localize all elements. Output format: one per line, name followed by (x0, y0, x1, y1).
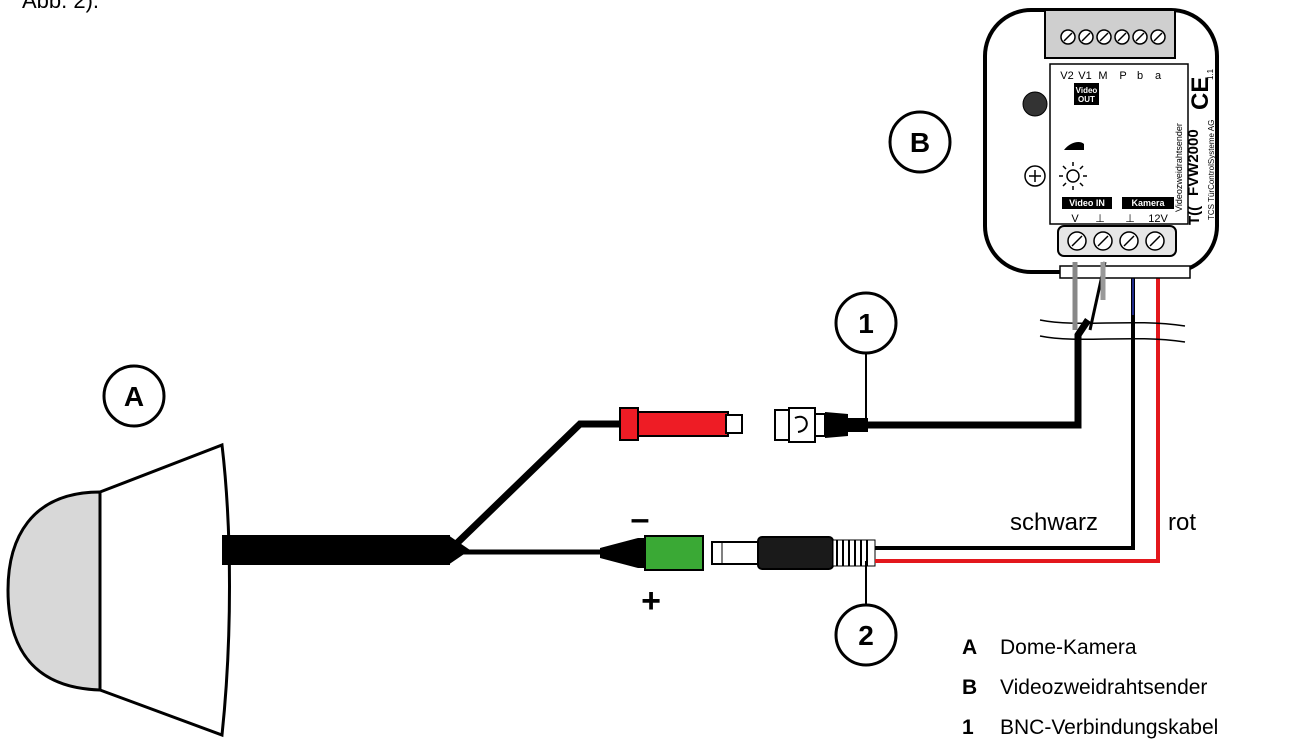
minus-sign: – (631, 500, 650, 538)
dc-connector (600, 535, 876, 571)
wire-label-black: schwarz (1010, 509, 1098, 536)
legend-key-b: B (962, 676, 977, 699)
bottom-terminal-v: V (1071, 213, 1079, 225)
bottom-terminal-gnd2: ⊥ (1125, 213, 1135, 225)
wire-label-red: rot (1168, 509, 1196, 536)
cable-strain-relief (1059, 265, 1191, 279)
legend: A Dome-Kamera B Videozweidrahtsender 1 B… (962, 636, 1218, 739)
video-in-label: Video IN (1069, 198, 1105, 208)
status-led (1022, 91, 1048, 117)
bottom-terminal-block (1057, 225, 1177, 257)
video-out-box (1074, 83, 1099, 105)
device-leads (1072, 261, 1107, 331)
video-transmitter-device: V2 V1 M P b a Video OUT (983, 8, 1219, 279)
bottom-terminal-12v: 12V (1148, 213, 1168, 225)
callout-2: 2 (834, 561, 898, 667)
video-out-line2: OUT (1078, 95, 1095, 104)
callout-1: 1 (834, 291, 898, 425)
video-in-box (1062, 197, 1112, 209)
bnc-cable (866, 318, 1091, 429)
cable-break-mark (1039, 319, 1186, 343)
legend-text-b: Videozweidrahtsender (1000, 676, 1207, 699)
black-wire (875, 262, 1135, 550)
svg-text:B: B (910, 127, 930, 158)
bnc-connector (774, 407, 868, 443)
terminal-label-a: a (1155, 70, 1162, 82)
dome-lens (6, 490, 102, 692)
rca-connector (619, 407, 743, 441)
legend-text-a: Dome-Kamera (1000, 636, 1137, 659)
device-model-name: FVW2000 (1185, 129, 1202, 196)
brightness-icon (1059, 142, 1087, 190)
terminal-label-v2: V2 (1060, 70, 1073, 82)
kamera-label: Kamera (1131, 198, 1165, 208)
device-manufacturer: TCS TürControlSysteme AG (1207, 120, 1216, 220)
red-wire (875, 262, 1160, 563)
legend-text-1: BNC-Verbindungskabel (1000, 716, 1218, 739)
ce-mark: CE (1187, 77, 1214, 110)
callout-a: A (102, 364, 166, 428)
camera-main-cable (222, 535, 450, 565)
kamera-box (1122, 197, 1174, 209)
cable-to-rca (449, 420, 622, 551)
terminal-label-m: M (1098, 70, 1107, 82)
intro-text-fragment: Abb. 2). (22, 0, 99, 13)
dome-camera (6, 442, 231, 738)
callout-b: B (888, 110, 952, 174)
bottom-terminal-gnd1: ⊥ (1095, 213, 1105, 225)
svg-text:A: A (124, 381, 144, 412)
terminal-label-p: P (1119, 70, 1126, 82)
dome-body (98, 442, 231, 738)
video-out-line1: Video (1076, 86, 1098, 95)
device-version: 1.1 (1206, 68, 1215, 80)
terminal-label-b: b (1137, 70, 1143, 82)
svg-text:2: 2 (858, 620, 874, 651)
tcs-logo: T(( (1186, 206, 1203, 225)
terminal-label-v1: V1 (1078, 70, 1091, 82)
device-side-title: Videozweidrahtsender (1174, 123, 1184, 212)
legend-key-1: 1 (962, 716, 974, 739)
legend-key-a: A (962, 636, 977, 659)
svg-text:1: 1 (858, 308, 874, 339)
adjust-screw-cross (1029, 170, 1041, 182)
plus-sign: + (641, 582, 661, 620)
